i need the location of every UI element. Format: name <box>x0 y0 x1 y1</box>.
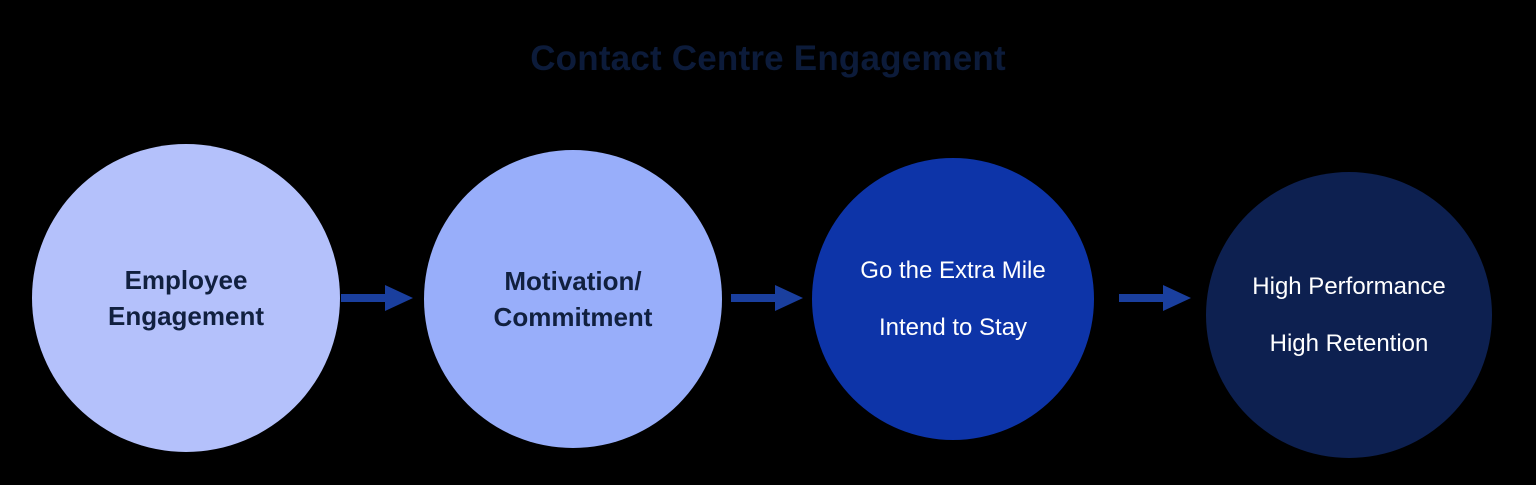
arrow-right-icon-3 <box>1119 283 1191 313</box>
arrow-right-icon-1 <box>341 283 413 313</box>
node-label-line-1: Motivation/ <box>504 266 642 296</box>
node-label-line-2: Intend to Stay <box>878 313 1028 341</box>
node-label-line-1: High Performance <box>1252 272 1446 300</box>
page-title: Contact Centre Engagement <box>530 39 1006 78</box>
node-high-performance[interactable]: High Performance High Retention <box>1206 172 1492 458</box>
node-label-line-2: High Retention <box>1269 329 1429 357</box>
node-employee-engagement[interactable]: Employee Engagement <box>32 144 340 452</box>
node-label-line-1: Employee <box>124 265 248 295</box>
arrow-right-icon-2 <box>731 283 803 313</box>
node-motivation-commitment[interactable]: Motivation/ Commitment <box>424 150 722 448</box>
node-go-extra-mile[interactable]: Go the Extra Mile Intend to Stay <box>812 158 1094 440</box>
node-label-line-1: Go the Extra Mile <box>860 256 1046 284</box>
node-label-line-2: Commitment <box>493 302 653 332</box>
node-label-line-2: Engagement <box>107 301 265 331</box>
